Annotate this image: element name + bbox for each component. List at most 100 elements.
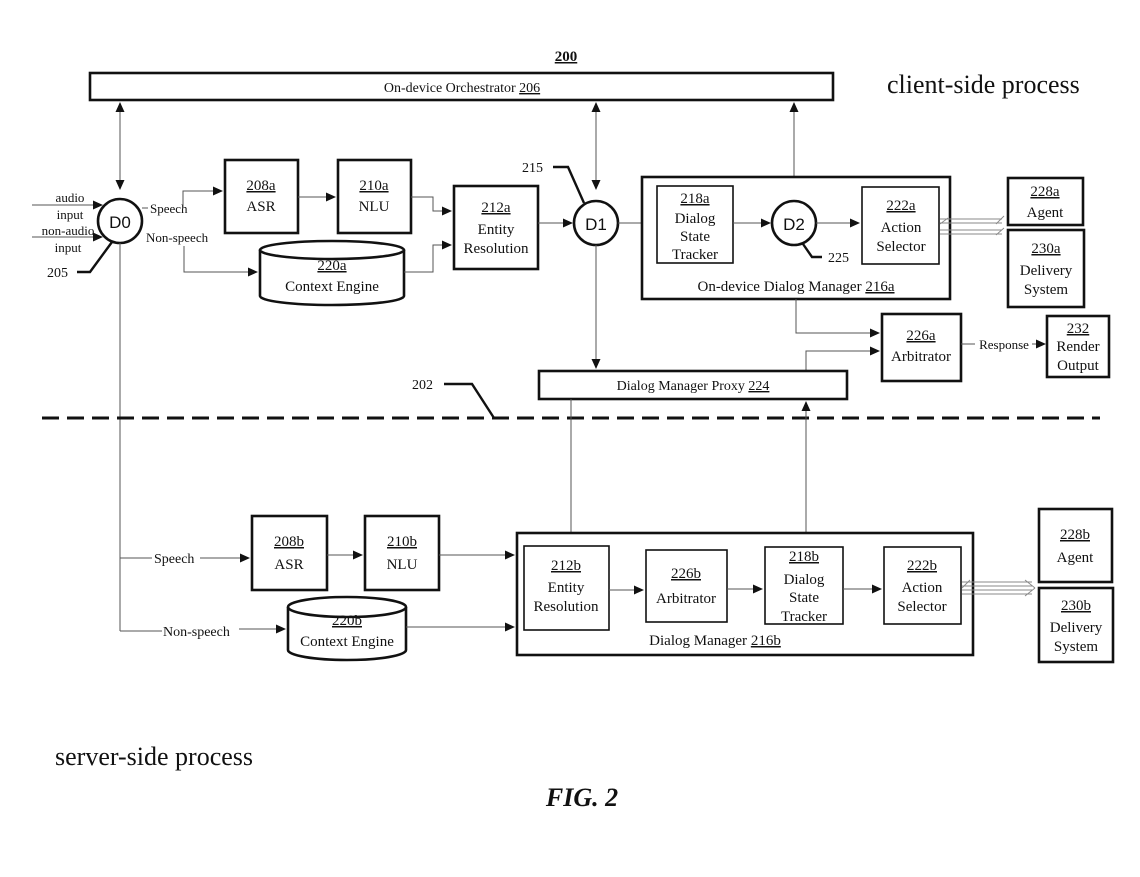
delivery-client-label-2: System — [1024, 282, 1069, 298]
action-client-ref: 222a — [886, 198, 916, 214]
figure-caption: FIG. 2 — [545, 783, 618, 812]
dst-server-label-3: Tracker — [781, 609, 827, 625]
orchestrator-label: On-device Orchestrator — [384, 81, 516, 96]
response-label: Response — [979, 337, 1029, 352]
svg-text:On-device Orchestrator: On-device Orchestrator 206 — [384, 81, 540, 96]
entity-resolution-client-box: 212a Entity Resolution — [452, 184, 540, 271]
d2-label: D2 — [783, 215, 805, 234]
asr-server-ref: 208b — [274, 534, 304, 550]
d0-leader-line — [77, 241, 113, 274]
asr-server-box: 208b ASR — [250, 514, 329, 592]
agent-server-box: 228b Agent — [1037, 507, 1114, 584]
agent-client-box: 228a Agent — [1006, 176, 1085, 227]
entity-resolution-server-box: 212b Entity Resolution — [523, 545, 610, 631]
entity-server-ref: 212b — [551, 558, 581, 574]
link-dm-arbitrator-client — [795, 299, 880, 338]
dst-server-label-2: State — [789, 590, 819, 606]
dst-client-label-3: Tracker — [672, 247, 718, 263]
d2-leader-line — [802, 243, 822, 259]
dialog-state-tracker-server-box: 218b Dialog State Tracker — [764, 546, 844, 625]
context-server-label: Context Engine — [300, 634, 394, 650]
asr-client-ref: 208a — [246, 178, 276, 194]
asr-client-label: ASR — [246, 199, 275, 215]
delivery-system-server-box: 230b Delivery System — [1037, 586, 1115, 664]
dst-client-label-1: Dialog — [675, 211, 716, 227]
dst-client-ref: 218a — [680, 191, 710, 207]
audio-input-label-2: input — [57, 207, 84, 222]
server-side-label: server-side process — [55, 742, 253, 771]
agent-server-ref: 228b — [1060, 527, 1090, 543]
server-speech-label: Speech — [154, 552, 194, 567]
render-label-1: Render — [1056, 339, 1099, 355]
dm-server-ref: 216b — [751, 633, 781, 649]
action-client-label-1: Action — [881, 220, 922, 236]
render-output-box: 232 Render Output — [1045, 314, 1111, 379]
dm-client-label: On-device Dialog Manager — [697, 279, 861, 295]
dm-server-label: Dialog Manager — [649, 633, 747, 649]
client-speech-label: Speech — [150, 201, 188, 216]
context-server-ref: 220b — [332, 613, 362, 629]
dialog-manager-proxy-box: Dialog Manager Proxy 224 — [537, 369, 849, 401]
entity-client-label-1: Entity — [478, 222, 515, 238]
agent-client-ref: 228a — [1030, 184, 1060, 200]
nlu-client-label: NLU — [359, 199, 390, 215]
arbitrator-server-ref: 226b — [671, 566, 701, 582]
non-audio-input-label-2: input — [55, 240, 82, 255]
context-client-label: Context Engine — [285, 279, 379, 295]
svg-text:On-device Dialog Manager: On-device Dialog Manager 216a — [697, 279, 894, 295]
context-engine-server-db: 220b Context Engine — [286, 595, 408, 662]
dst-client-label-2: State — [680, 229, 710, 245]
nlu-client-box: 210a NLU — [336, 158, 413, 235]
nlu-server-box: 210b NLU — [363, 514, 441, 592]
action-selector-client-box: 222a Action Selector — [861, 186, 940, 265]
decision-point-d2: D2 — [770, 199, 818, 247]
context-client-ref: 220a — [317, 258, 347, 274]
entity-server-label-2: Resolution — [533, 599, 599, 615]
delivery-system-client-box: 230a Delivery System — [1006, 228, 1086, 309]
nlu-server-label: NLU — [387, 557, 418, 573]
link-action-agent-delivery-client — [939, 215, 1005, 236]
boundary-leader-line — [444, 382, 496, 419]
boundary-ref: 202 — [412, 378, 433, 393]
action-selector-server-box: 222b Action Selector — [883, 546, 962, 625]
decision-point-d1: D1 — [572, 199, 620, 247]
link-proxy-arbitrator-client — [805, 346, 880, 370]
decision-point-d0: D0 — [96, 197, 144, 245]
figure-ref-number: 200 — [555, 49, 578, 65]
client-non-speech-label: Non-speech — [146, 230, 209, 245]
dst-server-ref: 218b — [789, 549, 819, 565]
d1-ref: 215 — [522, 161, 543, 176]
link-d0-context-client — [183, 246, 258, 277]
proxy-label: Dialog Manager Proxy — [617, 379, 745, 394]
action-client-label-2: Selector — [876, 239, 925, 255]
delivery-client-label-1: Delivery — [1020, 263, 1073, 279]
link-action-agent-delivery-server — [961, 579, 1036, 597]
action-server-ref: 222b — [907, 558, 937, 574]
agent-client-label: Agent — [1027, 205, 1064, 221]
entity-client-label-2: Resolution — [463, 241, 529, 257]
arbitrator-client-label: Arbitrator — [891, 349, 951, 365]
link-context-entity-client — [404, 240, 452, 273]
link-nlu-entity-client — [411, 196, 452, 216]
dm-client-ref: 216a — [865, 279, 895, 295]
audio-input-label-1: audio — [56, 190, 85, 205]
action-server-label-2: Selector — [897, 599, 946, 615]
d1-leader-line — [553, 165, 586, 204]
dst-server-label-1: Dialog — [784, 572, 825, 588]
delivery-server-label-2: System — [1054, 639, 1099, 655]
on-device-orchestrator: On-device Orchestrator 206 — [88, 71, 835, 102]
orchestrator-ref: 206 — [519, 81, 540, 96]
link-d0-asr-client — [182, 186, 223, 209]
action-server-label-1: Action — [902, 580, 943, 596]
delivery-server-ref: 230b — [1061, 598, 1091, 614]
render-label-2: Output — [1057, 358, 1100, 374]
entity-server-label-1: Entity — [548, 580, 585, 596]
dialog-state-tracker-client-box: 218a Dialog State Tracker — [656, 185, 734, 264]
context-engine-client-db: 220a Context Engine — [258, 239, 406, 307]
svg-text:Dialog Manager 2: Dialog Manager 216b — [649, 633, 781, 649]
client-side-label: client-side process — [887, 70, 1080, 99]
entity-client-ref: 212a — [481, 200, 511, 216]
nlu-client-ref: 210a — [359, 178, 389, 194]
arbitrator-server-box: 226b Arbitrator — [645, 549, 728, 623]
